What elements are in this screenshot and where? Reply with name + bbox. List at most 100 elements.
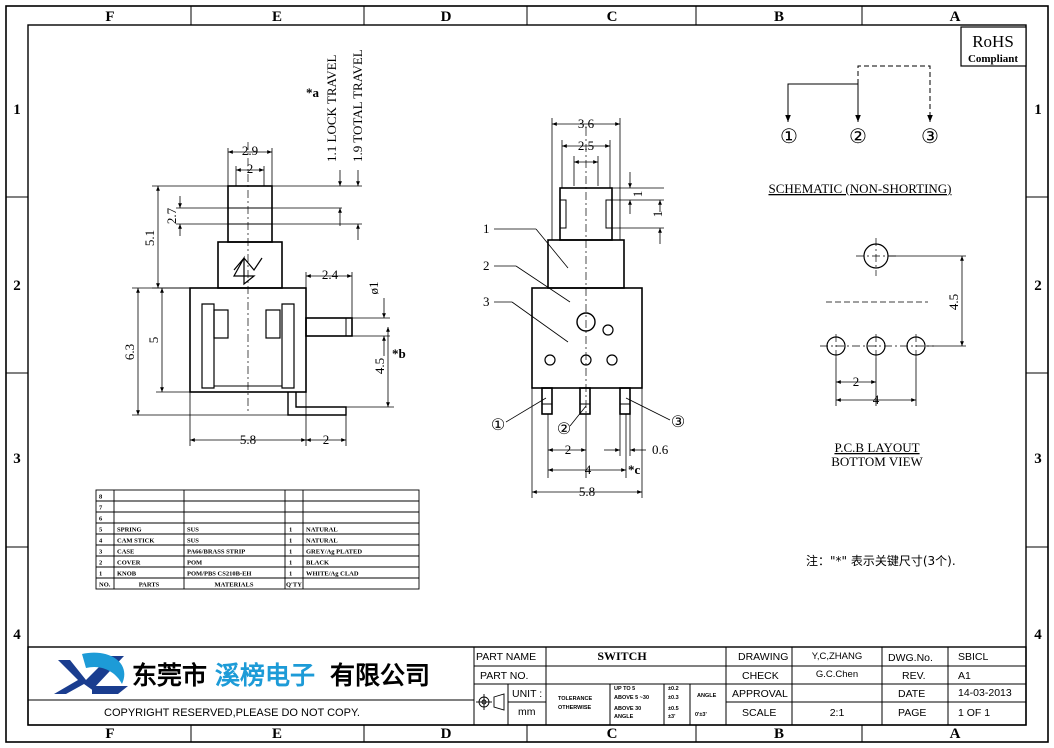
- scale: 2:1: [830, 707, 845, 719]
- tol-value-1: ±0.2: [668, 686, 679, 692]
- pcb-label-1: P.C.B LAYOUT: [834, 440, 919, 455]
- schematic: [785, 65, 933, 122]
- bom-cell: 6: [99, 516, 103, 523]
- tolerance-label-2: OTHERWISE: [558, 705, 592, 711]
- date-label: DATE: [898, 688, 925, 700]
- angle-value: 0'±3': [695, 712, 707, 718]
- rohs-badge: RoHS Compliant: [960, 26, 1027, 67]
- check-label: CHECK: [742, 670, 779, 682]
- schematic-text: ① ② ③ SCHEMATIC (NON-SHORTING): [768, 126, 951, 196]
- dim-text: 2.9: [242, 143, 258, 158]
- date: 14-03-2013: [958, 687, 1012, 699]
- dim-text: 2: [247, 161, 254, 176]
- bom-table: [95, 489, 420, 590]
- pin-2-label: ②: [557, 421, 571, 438]
- tol-value-3: ±0.5: [668, 706, 679, 712]
- side-view: [189, 142, 353, 416]
- checked-by: G.C.Chen: [816, 669, 858, 680]
- bom-cell: 4: [99, 538, 103, 545]
- schematic-pin-2: ②: [849, 126, 867, 148]
- callout-1: 1: [483, 221, 490, 236]
- bom-cell: SUS: [187, 527, 199, 534]
- col-label: A: [950, 9, 961, 25]
- bom-cell: WHITE/Ag CLAD: [306, 571, 359, 578]
- drawing-label: DRAWING: [738, 651, 788, 663]
- dim-text: 1: [650, 211, 665, 218]
- col-label: E: [272, 726, 282, 742]
- tolerance-label-1: TOLERANCE: [558, 696, 592, 702]
- rev-label: REV.: [902, 670, 926, 682]
- col-label: B: [774, 9, 784, 25]
- dim-text: 2: [853, 374, 860, 389]
- dim-text: 2: [565, 442, 572, 457]
- col-label: D: [441, 726, 452, 742]
- bom-cell: 7: [99, 505, 103, 512]
- approval-label: APPROVAL: [732, 688, 788, 700]
- bom-cell: POM: [187, 560, 202, 567]
- row-label: 2: [1034, 278, 1042, 294]
- bom-cell: 1: [99, 571, 102, 578]
- bom-cell: 8: [99, 494, 103, 501]
- schematic-pin-1: ①: [780, 126, 798, 148]
- copyright-text: COPYRIGHT RESERVED,PLEASE DO NOT COPY.: [104, 707, 360, 719]
- row-label: 4: [13, 627, 21, 643]
- dim-text: 3.6: [578, 116, 595, 131]
- row-label: 1: [13, 102, 21, 118]
- bom-cell: 1: [289, 549, 292, 556]
- tol-range-2: ABOVE 5 ~30: [614, 695, 649, 701]
- page: 1 OF 1: [958, 707, 990, 719]
- col-label: C: [607, 726, 618, 742]
- dim-text: ø1: [366, 282, 381, 295]
- side-view-dims: [132, 148, 394, 446]
- schematic-pin-3: ③: [921, 126, 939, 148]
- bom-cell: CASE: [117, 549, 134, 556]
- row-label: 3: [1034, 451, 1042, 467]
- total-travel-text: 1.9 TOTAL TRAVEL: [350, 49, 365, 162]
- rohs-title: RoHS: [972, 32, 1014, 51]
- dim-text: 2: [323, 432, 330, 447]
- front-view-text: 3.6 2.5 1 1 2 4 *c 0.6 5.8 1 2 3 ① ② ③: [483, 116, 685, 499]
- tol-value-4: ±3': [668, 714, 676, 720]
- row-label: 4: [1034, 627, 1042, 643]
- col-label: F: [105, 9, 114, 25]
- bom-cell: 1: [289, 560, 292, 567]
- bom-cell: GREY/Ag PLATED: [306, 549, 362, 556]
- pcb-text: 4.5 2 4 P.C.B LAYOUT BOTTOM VIEW: [831, 294, 961, 469]
- dim-text: 4: [585, 462, 592, 477]
- dim-text: 0.6: [652, 442, 669, 457]
- callout-2: 2: [483, 258, 490, 273]
- bom-cell: 2: [99, 560, 102, 567]
- company-name: 东莞市 溪榜电子 有限公司: [132, 661, 430, 690]
- pin-1-label: ①: [491, 417, 505, 434]
- row-label: 1: [1034, 102, 1042, 118]
- unit-label: UNIT :: [512, 688, 542, 700]
- col-label: E: [272, 9, 282, 25]
- bom-cell: POM/PBS CS210B-EH: [187, 571, 251, 578]
- title-block-text: PART NAME SWITCH PART NO. UNIT : mm TOLE…: [476, 649, 1012, 720]
- bom-cell: BLACK: [306, 560, 329, 567]
- dim-text: 5.8: [240, 432, 256, 447]
- pcb-layout: [820, 238, 966, 406]
- unit: mm: [518, 706, 536, 718]
- mark-c: *c: [628, 462, 641, 477]
- dim-text: 6.3: [122, 344, 137, 360]
- bom-cell: SPRING: [117, 527, 142, 534]
- projection-symbol: [476, 693, 505, 711]
- company-name-c: 有限公司: [330, 661, 430, 690]
- frame-labels: F E D C B A F E D C B A 1 2 3 4 1 2 3 4: [13, 9, 1042, 742]
- bom-cell: 1: [289, 538, 292, 545]
- dim-text: 2.5: [578, 138, 594, 153]
- front-view: [531, 128, 643, 415]
- company-logo: [54, 652, 128, 694]
- dim-text: 2.7: [164, 207, 179, 224]
- dwg-no: SBICL: [958, 651, 989, 663]
- dwg-label: DWG.No.: [888, 652, 933, 664]
- tol-range-1: UP TO 5: [614, 686, 635, 692]
- bom-header-cell: NO.: [99, 582, 111, 589]
- bom-header-cell: PARTS: [139, 582, 160, 589]
- bom-header-cell: MATERIALS: [215, 582, 254, 589]
- bom-cell: CAM STICK: [117, 538, 154, 545]
- bom-header-cell: Q'TY: [286, 582, 302, 589]
